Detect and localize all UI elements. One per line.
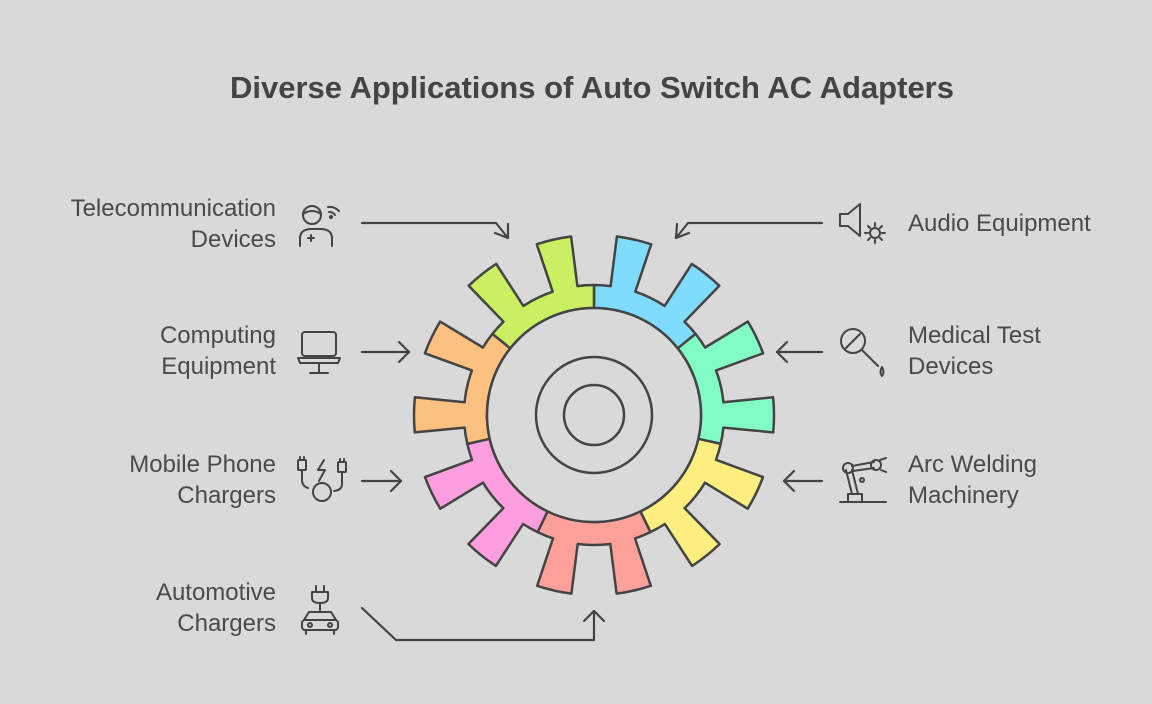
charging-cable-icon: [297, 456, 347, 502]
connector-arrows: [360, 221, 824, 642]
test-tube-icon: [840, 328, 885, 377]
arrow-computing: [360, 340, 411, 364]
hub-disc: [485, 306, 703, 524]
speaker-gear-icon: [839, 203, 886, 244]
car-charger-icon: [301, 585, 339, 635]
label-audio-equipment: Audio Equipment: [908, 210, 1091, 237]
gear-hub: [485, 306, 703, 524]
gear-segment: [535, 510, 653, 595]
arrow-automotive: [360, 606, 606, 642]
arrow-telecommunication: [360, 221, 510, 240]
arrow-arc-welding: [782, 469, 824, 493]
laptop-icon: [297, 331, 341, 374]
arrow-mobile: [360, 469, 403, 493]
arrow-audio: [674, 221, 824, 240]
arrow-medical: [775, 340, 824, 364]
robot-arm-icon: [839, 457, 887, 503]
telecom-worker-icon: [299, 205, 340, 247]
hub-center: [562, 383, 626, 447]
page-title: Diverse Applications of Auto Switch AC A…: [230, 70, 954, 105]
hub-ring: [534, 355, 654, 475]
